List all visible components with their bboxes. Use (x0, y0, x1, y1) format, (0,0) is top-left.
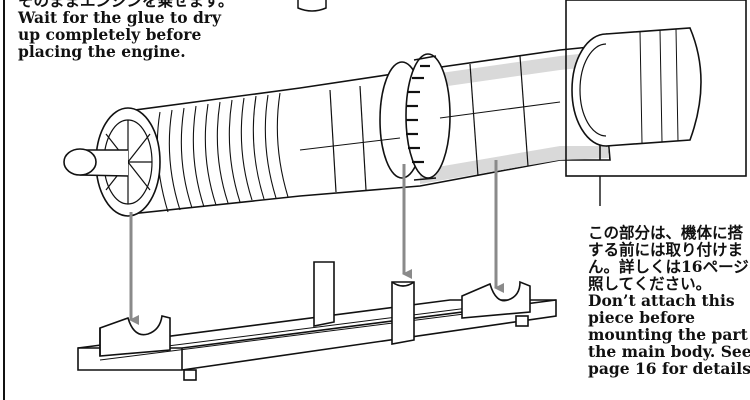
note-line: ん。詳しくは16ページを (588, 257, 750, 276)
note-line: そのままエンジンを乗せます。 (18, 0, 234, 10)
stand-cradle-rear (461, 280, 531, 319)
placement-arrows (129, 160, 504, 325)
note-line: Don’t attach this (588, 291, 735, 310)
note-line: する前には取り付けま (588, 240, 744, 259)
nose-cone (63, 148, 129, 177)
note-line: piece before (588, 308, 696, 327)
detail-callout (565, 0, 747, 206)
note-line: the main body. See (588, 342, 750, 361)
engine-stand (77, 261, 557, 381)
note-glue-instruction: そのままエンジンを乗せます。 Wait for the glue to dry … (18, 0, 233, 60)
note-line: page 16 for details. (588, 359, 750, 378)
compressor-ribs (156, 92, 289, 213)
note-line: placing the engine. (18, 42, 186, 61)
jet-engine (63, 27, 702, 217)
exhaust-nozzle (571, 27, 702, 160)
note-line: mounting the part o (588, 325, 750, 344)
engine-part-fragment-top (297, 0, 327, 12)
fan-ring (379, 53, 451, 181)
page-border-line (3, 0, 5, 400)
note-line: 照してください。 (588, 274, 712, 293)
note-line: Wait for the glue to dry (18, 8, 221, 27)
note-line: この部分は、機体に搭 (588, 223, 744, 242)
note-detach-instruction: この部分は、機体に搭 する前には取り付けま ん。詳しくは16ページを 照してくだ… (588, 224, 750, 377)
stand-post-middle (313, 261, 415, 345)
note-line: up completely before (18, 25, 202, 44)
stand-cradle-front (99, 315, 171, 357)
